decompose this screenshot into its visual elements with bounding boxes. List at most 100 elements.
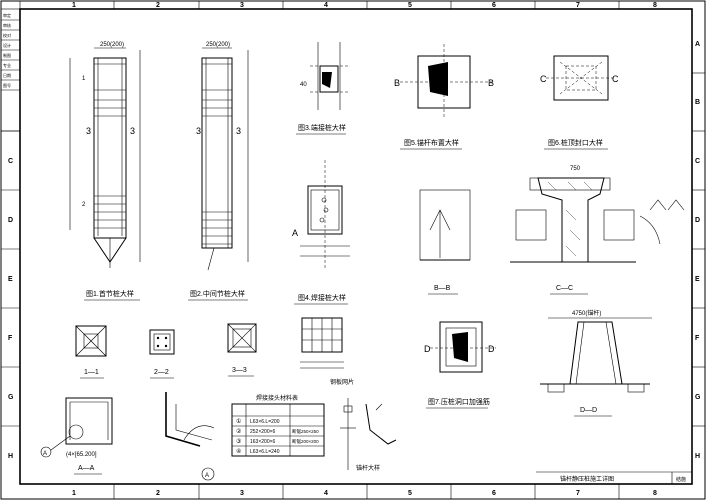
col-6-top: 6 — [492, 2, 496, 9]
fig6-sec-c-left: C — [540, 74, 547, 84]
fig5-caption: 图5.锚杆布置大样 — [404, 138, 459, 147]
table-row4-spec: L63×6.L=240 — [250, 449, 280, 455]
col-2-bottom: 2 — [156, 490, 160, 497]
col-1-bottom: 1 — [72, 490, 76, 497]
col-2-top: 2 — [156, 2, 160, 9]
row-f-right: F — [695, 335, 700, 342]
col-3-top: 3 — [240, 2, 244, 9]
fig6-caption: 图6.桩顶封口大样 — [548, 138, 603, 147]
fig2-sec-mark-right: 3 — [236, 126, 241, 136]
row-f-left: F — [8, 335, 13, 342]
table-row3-note: 断锯200×200 — [292, 438, 319, 445]
fig1-caption: 图1.首节桩大样 — [86, 289, 134, 298]
steel-mesh: 钢板网片 — [300, 317, 354, 386]
top-zone-ruler: 1 2 3 4 5 6 7 8 — [19, 1, 657, 9]
fig1-first-pile: 250(200) 3 3 1 2 图1.首节桩大样 — [69, 42, 141, 301]
fig4-sec-a: A — [292, 228, 298, 238]
fig1-sec-mark-1: 1 — [82, 76, 86, 82]
fig5-sec-b-right: B — [488, 78, 494, 88]
table-row2-id: ② — [236, 428, 242, 435]
fig2-top-dim: 250(200) — [206, 42, 230, 48]
row-d-right: D — [695, 217, 700, 224]
section-cc-top-dim: 750 — [570, 166, 581, 172]
fig5-sec-b-left: B — [394, 78, 400, 88]
col-7-top: 7 — [576, 2, 580, 9]
col-5-top: 5 — [408, 2, 412, 9]
col-4-top: 4 — [324, 2, 328, 9]
fig1-sec-mark-left: 3 — [86, 126, 91, 136]
table-row3-id: ③ — [236, 438, 241, 445]
fig6-pile-top: C C 图6.桩顶封口大样 — [540, 55, 619, 150]
strip-row-1: 审定 — [3, 12, 11, 18]
row-b-right: B — [695, 99, 700, 106]
section-11: 1—1 — [75, 325, 107, 379]
detail-a-callout: A — [205, 473, 209, 479]
fig2-middle-pile: 250(200) 3 3 图2.中间节桩大样 — [188, 42, 249, 301]
left-zone-ruler: C D E F G H — [1, 130, 20, 460]
section-33: 3—3 — [227, 323, 257, 377]
right-zone-ruler: A B C D E F G H — [692, 41, 705, 460]
col-5-bottom: 5 — [408, 490, 412, 497]
fig2-sec-mark-left: 3 — [196, 126, 201, 136]
row-g-left: G — [8, 394, 14, 401]
row-e-right: E — [695, 276, 700, 283]
section-aa-callout: A — [43, 451, 47, 457]
row-c-right: C — [695, 158, 700, 165]
fig7-sec-d-right: D — [488, 344, 495, 354]
inner-border — [19, 8, 693, 485]
col-8-bottom: 8 — [653, 490, 657, 497]
fig2-caption: 图2.中间节桩大样 — [190, 289, 245, 298]
strip-row-6: 专业 — [3, 62, 11, 68]
col-6-bottom: 6 — [492, 490, 496, 497]
section-aa-caption: A—A — [78, 465, 95, 472]
col-1-top: 1 — [72, 2, 76, 9]
fig7-sec-d-left: D — [424, 344, 431, 354]
strip-row-7: 日期 — [3, 72, 11, 78]
steel-mesh-label: 钢板网片 — [330, 378, 354, 386]
drawing-name: 锚杆静压桩施工详图 — [560, 475, 614, 483]
row-h-left: H — [8, 453, 13, 460]
anchor-detail-caption: 锚杆大样 — [356, 464, 380, 472]
fig4-weld-joint: A 图4.焊接桩大样 — [292, 160, 350, 305]
fig4-caption: 图4.焊接桩大样 — [298, 293, 346, 302]
section-33-caption: 3—3 — [232, 367, 247, 374]
row-e-left: E — [8, 276, 13, 283]
row-g-right: G — [695, 394, 701, 401]
table-row4-id: ④ — [236, 448, 241, 455]
strip-row-3: 校对 — [3, 32, 11, 38]
left-title-strip: 审定 审核 校对 设计 制图 专业 日期 图号 — [0, 8, 21, 132]
section-aa-dim: (4×[65.200] — [66, 452, 97, 458]
section-cc-caption: C—C — [556, 285, 573, 292]
strip-row-5: 制图 — [3, 52, 11, 58]
section-aa: A (4×[65.200] A—A — [40, 397, 113, 475]
anchor-detail: 锚杆大样 — [340, 398, 397, 472]
fig5-anchor-layout: B B 图5.锚杆布置大样 — [394, 44, 494, 150]
fig6-sec-c-right: C — [612, 74, 619, 84]
col-8-top: 8 — [653, 2, 657, 9]
strip-row-8: 图号 — [3, 82, 11, 88]
fig3-caption: 图3.端接桩大样 — [298, 123, 346, 132]
section-bb: B—B — [419, 189, 471, 295]
title-block: 锚杆静压桩施工详图 结施 — [536, 471, 692, 484]
fig1-sec-mark-2: 2 — [82, 202, 86, 208]
table-row2-note: 断锯250×250 — [292, 428, 319, 435]
table-row1-spec: L63×6.L=200 — [250, 419, 280, 425]
table-row2-spec: 252×200×6 — [250, 429, 276, 435]
section-dd-top-dim: 4750(锚杆) — [572, 309, 601, 317]
fig3-left-dim: 40 — [300, 82, 307, 88]
detail-a-bend: A — [165, 392, 215, 481]
strip-row-4: 设计 — [3, 42, 11, 48]
table-row1-id: ① — [236, 418, 241, 425]
row-a-right: A — [695, 41, 700, 48]
row-d-left: D — [8, 217, 13, 224]
section-22-caption: 2—2 — [154, 369, 169, 376]
col-7-bottom: 7 — [576, 490, 580, 497]
row-h-right: H — [695, 453, 700, 460]
sheet-number: 结施 — [676, 476, 686, 483]
fig1-top-dim: 250(200) — [100, 42, 124, 48]
fig7-hole-reinforcement: D D 图7.压桩洞口加强筋 — [424, 321, 496, 409]
fig3-end-joint: 40 图3.端接桩大样 — [296, 42, 348, 135]
section-bb-caption: B—B — [434, 285, 451, 292]
